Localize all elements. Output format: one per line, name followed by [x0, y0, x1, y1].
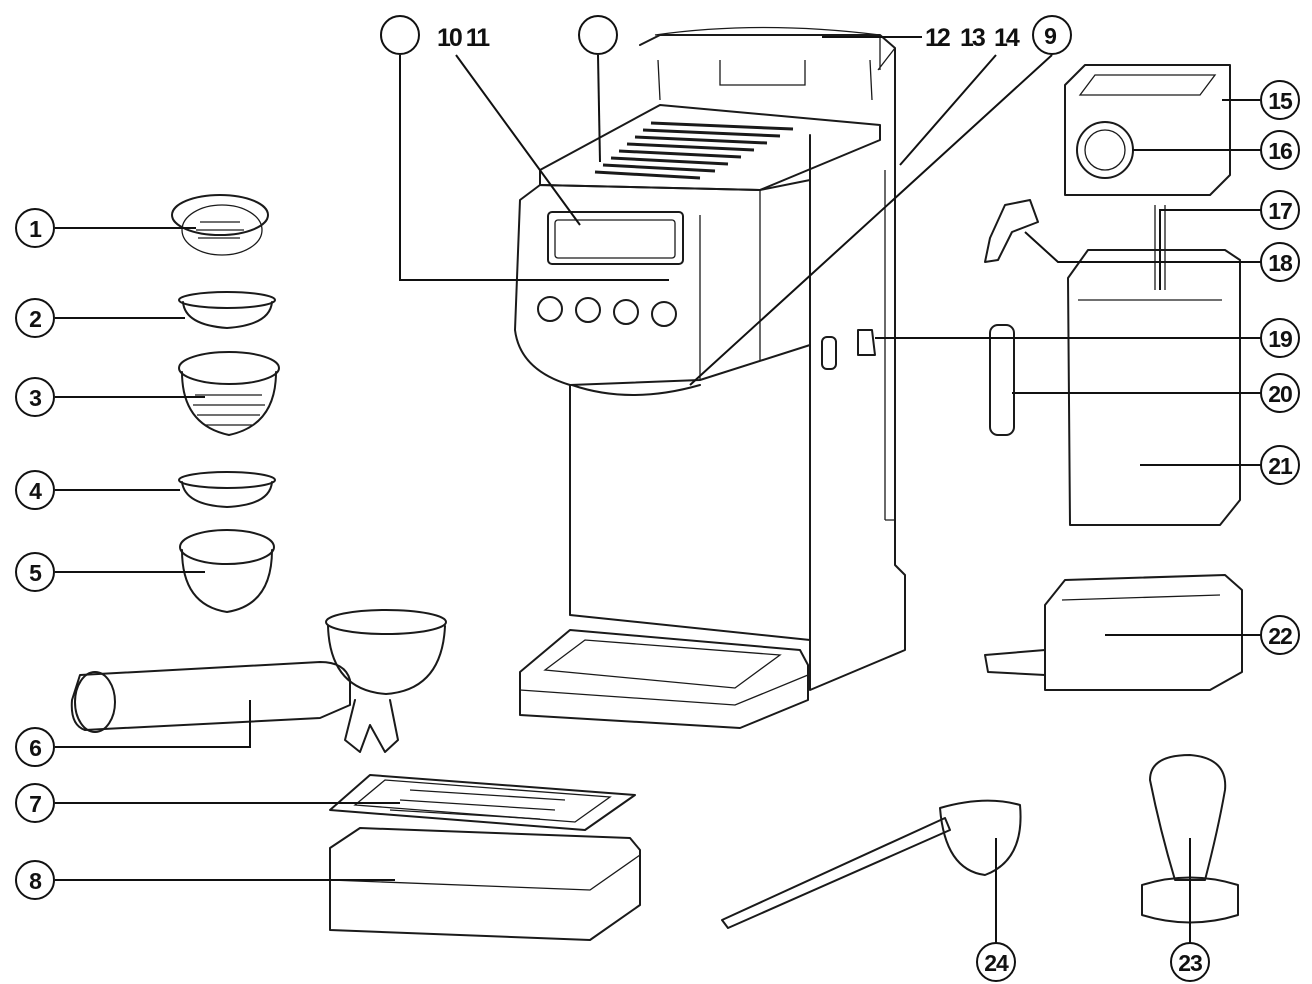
filter-basket-1: [171, 194, 269, 256]
svg-text:6: 6: [29, 735, 41, 761]
callout-15: 15: [1260, 80, 1300, 120]
filter-basket-2: [178, 291, 276, 329]
svg-text:18: 18: [1268, 250, 1293, 276]
callout-4: 4: [15, 470, 55, 510]
svg-text:21: 21: [1268, 453, 1293, 479]
label-14: 14: [994, 24, 1020, 52]
portafilter: [70, 609, 447, 753]
callout-1: 1: [15, 208, 55, 248]
svg-text:15: 15: [1268, 88, 1293, 114]
label-10-11: 10 11: [437, 24, 490, 52]
svg-text:3: 3: [29, 385, 41, 411]
filter-basket-4: [178, 471, 276, 508]
callout-22: 22: [1260, 615, 1300, 655]
callout-2: 2: [15, 298, 55, 338]
control-button-1: [537, 296, 563, 322]
svg-text:24: 24: [984, 950, 1009, 976]
callout-blank-left: [380, 15, 420, 55]
measuring-scoop: [721, 799, 1022, 929]
label-12: 12: [925, 24, 950, 52]
svg-text:8: 8: [29, 868, 42, 894]
svg-text:16: 16: [1268, 138, 1292, 164]
callout-3: 3: [15, 377, 55, 417]
steam-knob: [857, 329, 876, 356]
svg-text:1: 1: [29, 216, 42, 242]
water-tank: [1067, 205, 1241, 526]
drip-tray-in-place: [519, 629, 809, 729]
svg-text:9: 9: [1044, 23, 1056, 49]
label-13: 13: [960, 24, 985, 52]
grounds-container: [984, 574, 1243, 691]
steam-tip: [984, 199, 1039, 263]
svg-text:22: 22: [1268, 623, 1292, 649]
filter-basket-5: [179, 529, 275, 613]
svg-text:23: 23: [1178, 950, 1202, 976]
filter-basket-3: [178, 351, 280, 436]
bean-hopper-lid: [1064, 64, 1231, 196]
callout-24: 24: [976, 942, 1016, 982]
side-indicator: [821, 336, 837, 370]
callout-7: 7: [15, 783, 55, 823]
svg-text:7: 7: [29, 791, 41, 817]
svg-text:19: 19: [1268, 326, 1292, 352]
callout-6: 6: [15, 727, 55, 767]
callout-23: 23: [1170, 942, 1210, 982]
callout-18: 18: [1260, 242, 1300, 282]
callout-19: 19: [1260, 318, 1300, 358]
callout-blank-mid: [578, 15, 618, 55]
callout-20: 20: [1260, 373, 1300, 413]
control-button-3: [613, 299, 639, 325]
cup-warmer-grill: [594, 121, 794, 180]
callout-8: 8: [15, 860, 55, 900]
callout-5: 5: [15, 552, 55, 592]
drip-tray-grid: [329, 774, 636, 831]
leader-lines: [55, 36, 1262, 945]
control-button-2: [575, 297, 601, 323]
callout-21: 21: [1260, 445, 1300, 485]
callout-16: 16: [1260, 130, 1300, 170]
svg-text:2: 2: [29, 306, 41, 332]
tamper: [1141, 754, 1239, 924]
drip-tray: [329, 827, 641, 941]
callout-9: 9: [1032, 15, 1072, 55]
svg-text:17: 17: [1268, 198, 1292, 224]
svg-text:5: 5: [29, 560, 42, 586]
steam-wand: [989, 324, 1015, 436]
svg-text:20: 20: [1268, 381, 1292, 407]
control-button-4: [651, 301, 677, 327]
svg-text:4: 4: [29, 478, 42, 504]
callout-17: 17: [1260, 190, 1300, 230]
display-screen: [547, 211, 684, 265]
main-machine-body: [514, 26, 906, 729]
